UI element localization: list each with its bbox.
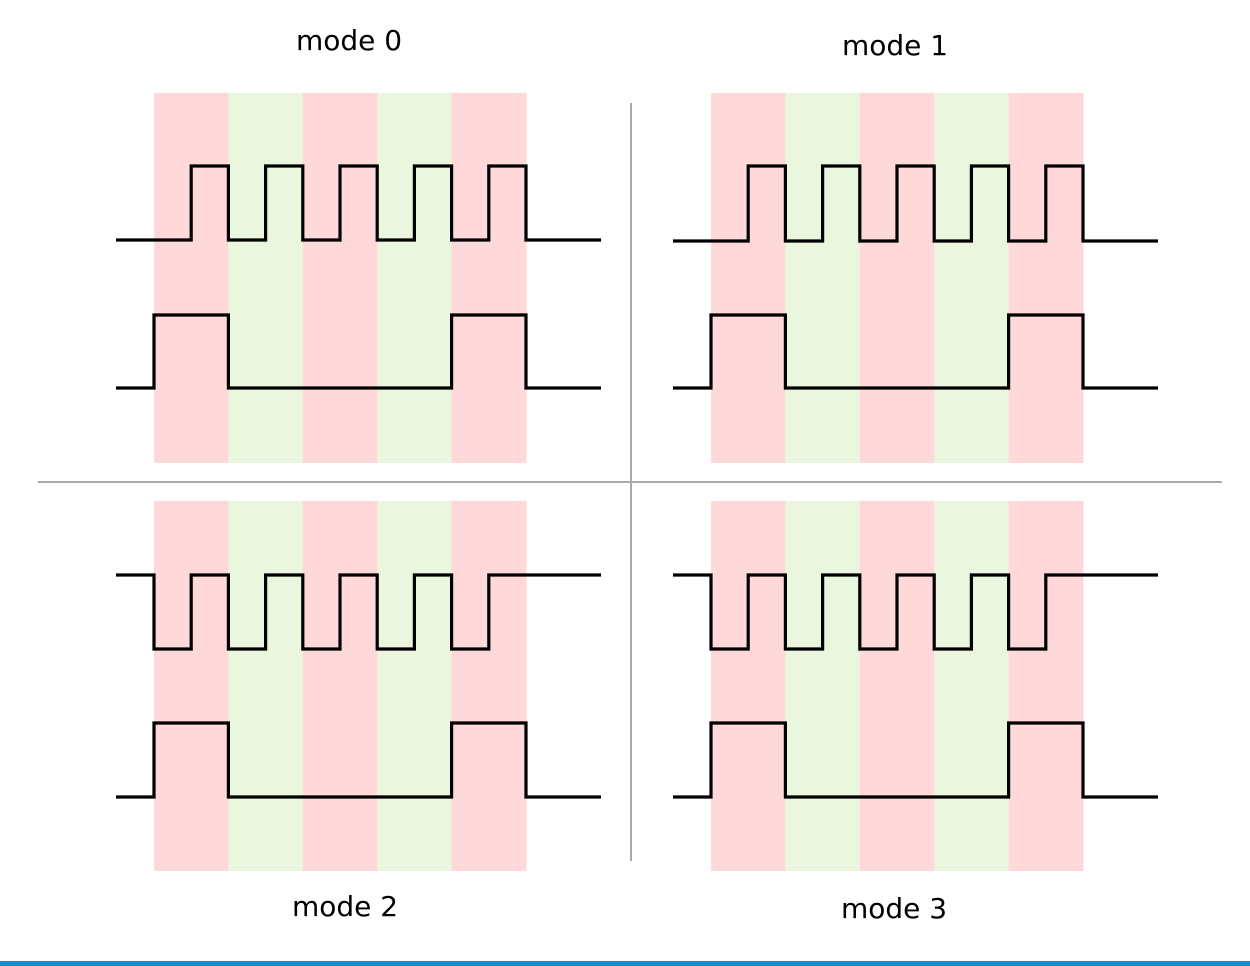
mode-0-data-signal — [116, 313, 601, 390]
mode-3-stripe-1 — [711, 501, 786, 871]
mode-2-stripe-3 — [302, 501, 378, 871]
mode-3-clock-signal — [673, 573, 1158, 651]
mode-0-stripe-1 — [154, 93, 229, 463]
mode-0-stripe-3 — [302, 93, 378, 463]
mode-1-stripe-4 — [934, 93, 1010, 463]
mode-0-stripe-5 — [451, 93, 527, 463]
mode-3-stripe-4 — [934, 501, 1010, 871]
mode-3-data-signal — [673, 721, 1158, 799]
mode-3-stripe-2 — [785, 501, 861, 871]
mode-1-stripe-5 — [1008, 93, 1084, 463]
mode-2-stripe-2 — [228, 501, 304, 871]
mode-2-label: mode 2 — [292, 890, 399, 923]
mode-2-data-signal — [116, 721, 601, 799]
mode-2-stripe-5 — [451, 501, 527, 871]
mode-3-label: mode 3 — [841, 892, 948, 925]
mode-1-label: mode 1 — [842, 29, 949, 62]
mode-0-stripe-2 — [228, 93, 304, 463]
mode-2-stripe-1 — [154, 501, 229, 871]
mode-1-stripe-2 — [785, 93, 861, 463]
mode-1-clock-signal — [673, 164, 1158, 243]
mode-0-clock-signal — [116, 164, 601, 242]
mode-2-clock-signal — [116, 573, 601, 651]
mode-0-stripe-4 — [377, 93, 453, 463]
mode-0-label: mode 0 — [296, 24, 403, 57]
mode-1-stripe-3 — [859, 93, 935, 463]
mode-1-data-signal — [673, 313, 1158, 390]
mode-3-stripe-3 — [859, 501, 935, 871]
mode-3-stripe-5 — [1008, 501, 1084, 871]
bottom-accent-bar — [0, 961, 1250, 966]
mode-2-stripe-4 — [377, 501, 453, 871]
mode-1-stripe-1 — [711, 93, 786, 463]
